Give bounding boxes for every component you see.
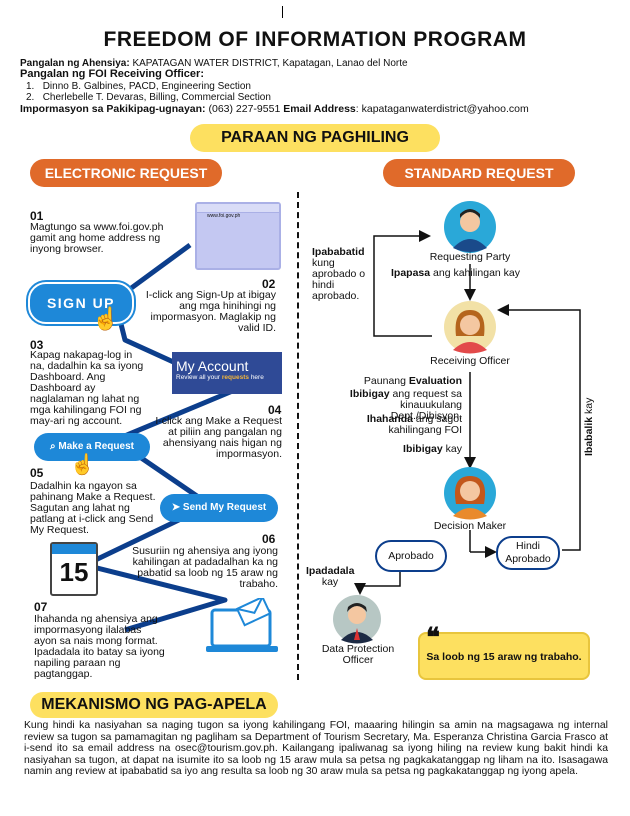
- quote-icon: ❝: [426, 622, 440, 652]
- step-04-number: 04: [268, 403, 282, 417]
- ibabalik-text: Ibabalik kay: [583, 397, 595, 456]
- send-request-button[interactable]: ➤ Send My Request: [160, 494, 278, 522]
- column-divider: [297, 192, 299, 680]
- step-01-number: 01: [30, 209, 44, 223]
- ihahanda-text: Ihahanda ang sagot kahilingang FOI: [366, 413, 462, 436]
- my-account-sub-end: here: [250, 374, 264, 381]
- receiving-item-1: 1. Dinno B. Galbines, PACD, Engineering …: [26, 81, 251, 92]
- step-07-number: 07: [34, 600, 48, 614]
- laptop-mail-icon: [206, 598, 278, 652]
- step-05-number: 05: [30, 466, 44, 480]
- section-title: PARAAN NG PAGHILING: [190, 124, 440, 152]
- hindi-aprobado-box: Hindi Aprobado: [496, 536, 560, 570]
- my-account-sub: Review all your: [176, 374, 221, 381]
- make-request-button[interactable]: ⌕ Make a Request: [34, 433, 150, 461]
- ibibigay-kay-text: Ibibigay kay: [403, 443, 462, 455]
- step-06-number: 06: [262, 532, 276, 546]
- ibibigay-text: Ibibigay ang request sa kinauukulang Dep…: [349, 388, 462, 422]
- evaluation-text: Paunang Evaluation: [363, 375, 462, 387]
- appeal-title: MEKANISMO NG PAG-APELA: [30, 692, 278, 718]
- dpo-avatar: [333, 595, 381, 644]
- electronic-request-header: ELECTRONIC REQUEST: [30, 159, 222, 187]
- contact-label: Impormasyon sa Pakikipag-ugnayan:: [20, 103, 206, 115]
- pointer-hand-icon-2: ☝: [70, 454, 95, 476]
- ipapasa-text: Ipapasa ang kahilingan kay: [391, 267, 521, 279]
- step-04-text: I-click ang Make a Request at piliin ang…: [155, 415, 282, 460]
- step-02-text: I-click ang Sign-Up at ibigay ang mga hi…: [145, 289, 276, 334]
- requesting-party-avatar: [444, 201, 496, 253]
- make-request-search-icon: ⌕: [50, 441, 59, 452]
- contact-email: : kapataganwaterdistrict@yahoo.com: [355, 103, 529, 115]
- agency-label: Pangalan ng Ahensiya:: [20, 58, 130, 69]
- my-account-panel: My Account Review all your requests here: [172, 352, 282, 394]
- send-icon: ➤: [171, 502, 183, 513]
- step-01-text: Magtungo sa www.foi.gov.ph gamit ang hom…: [30, 221, 164, 255]
- step-06-text: Susuriin ng ahensiya ang iyong kahilinga…: [132, 545, 278, 590]
- requesting-party-label: Requesting Party: [429, 251, 511, 263]
- deadline-quote-box: ❝ Sa loob ng 15 araw ng trabaho.: [418, 622, 590, 680]
- step-02-number: 02: [262, 277, 276, 291]
- my-account-sub-hl: requests: [221, 374, 249, 381]
- pointer-hand-icon: ☝: [92, 306, 120, 331]
- appeal-text: Kung hindi ka nasiyahan sa naging tugon …: [24, 720, 608, 777]
- receiving-label: Pangalan ng FOI Receiving Officer:: [20, 68, 204, 80]
- signup-button[interactable]: SIGN UP: [28, 282, 134, 324]
- browser-window-icon: www.foi.gov.ph: [195, 202, 281, 270]
- decision-maker-label: Decision Maker: [433, 520, 507, 532]
- receiving-officer-label: Receiving Officer: [430, 355, 510, 367]
- dpo-label: Data Protection Officer: [321, 643, 395, 666]
- agency-line: Pangalan ng Ahensiya: KAPATAGAN WATER DI…: [20, 58, 408, 69]
- contact-line: Impormasyon sa Pakikipag-ugnayan: (063) …: [20, 104, 529, 115]
- decision-maker-avatar: [444, 467, 496, 520]
- contact-phone: (063) 227-9551: [208, 103, 281, 115]
- flowchart-arrows: [354, 230, 581, 595]
- step-05-text: Dadalhin ka ngayon sa pahinang Make a Re…: [30, 480, 156, 536]
- standard-request-header: STANDARD REQUEST: [383, 159, 575, 187]
- receiving-item-2: 2. Cherlebelle T. Devaras, Billing, Comm…: [26, 92, 271, 103]
- step-03-text: Kapag nakapag-log in na, dadalhin ka sa …: [30, 349, 144, 427]
- step-07-text: Ihahanda ng ahensiya ang impormasyong il…: [34, 613, 165, 680]
- browser-url: www.foi.gov.ph: [207, 213, 241, 219]
- deadline-quote-text: Sa loob ng 15 araw ng trabaho.: [426, 651, 582, 663]
- agency-value: KAPATAGAN WATER DISTRICT, Kapatagan, Lan…: [132, 58, 408, 69]
- aprobado-box: Aprobado: [375, 540, 447, 572]
- text-cursor: [282, 6, 283, 18]
- ipababatid-text: Ipababatid kung aprobado o hindi aprobad…: [312, 246, 366, 302]
- page-title: FREEDOM OF INFORMATION PROGRAM: [103, 28, 527, 51]
- contact-email-label: Email Address: [283, 103, 356, 115]
- my-account-title: My Account: [176, 358, 249, 374]
- receiving-officer-avatar: [444, 301, 496, 354]
- calendar-icon: 15: [50, 542, 98, 596]
- step-03-number: 03: [30, 338, 44, 352]
- calendar-day: 15: [59, 557, 89, 587]
